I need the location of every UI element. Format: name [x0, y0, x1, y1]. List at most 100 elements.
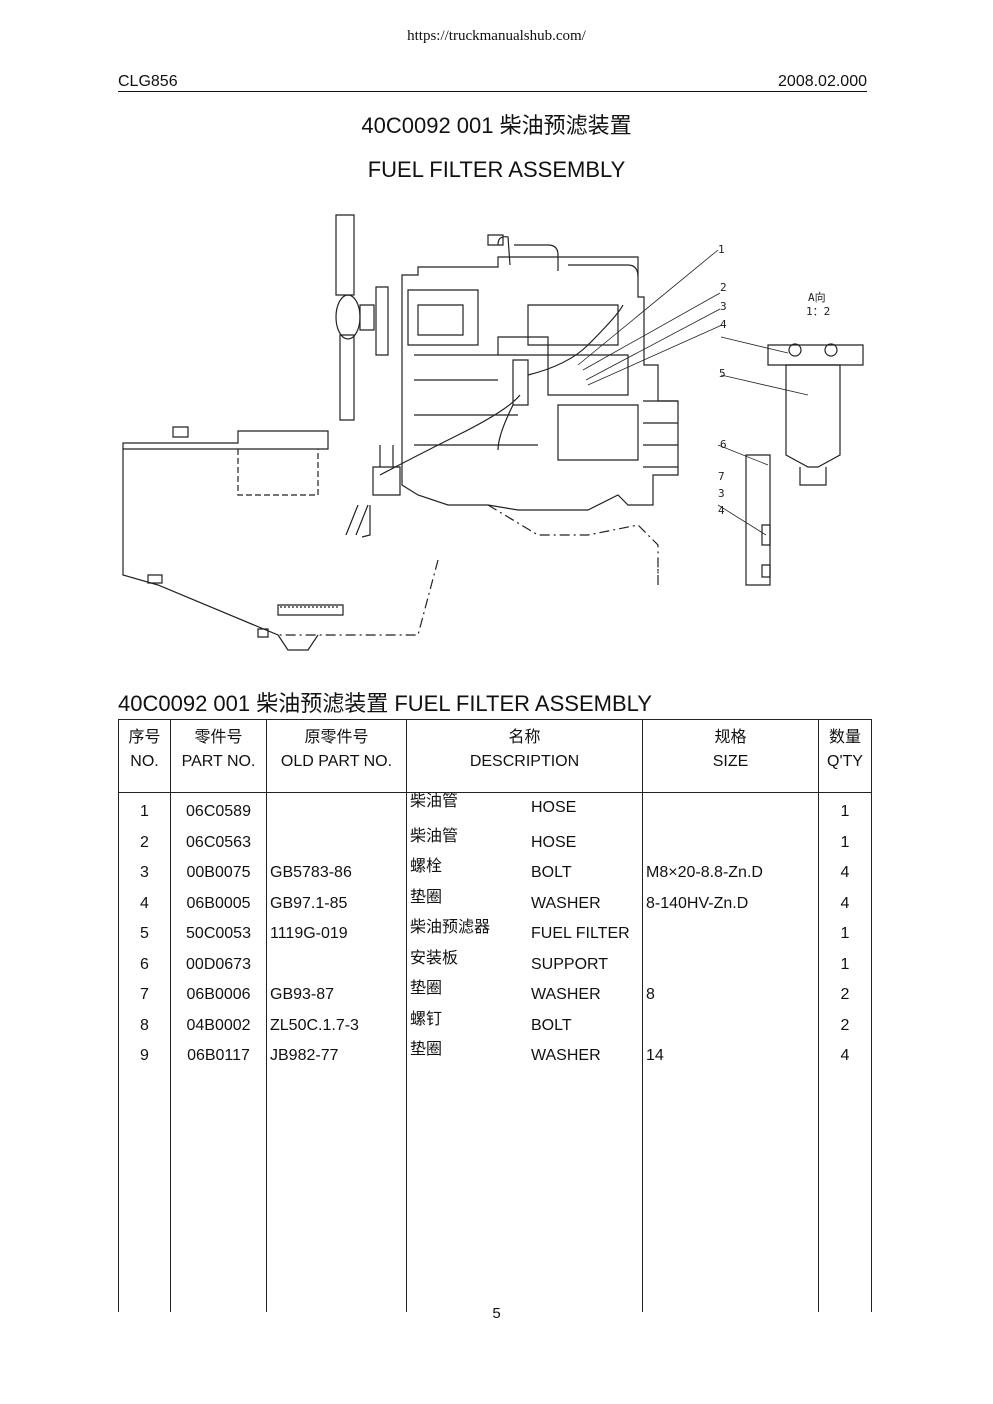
page-title-cn: 40C0092 001 柴油预滤装置: [361, 113, 632, 138]
callout-4: 4: [720, 318, 727, 331]
cell-size: [642, 827, 819, 858]
detail-filter-bowl: [785, 364, 841, 468]
cell-part-no: 06B0005: [170, 888, 267, 919]
cell-qty: 2: [818, 980, 872, 1011]
cell-size: [642, 949, 819, 980]
cell-no: 2: [118, 827, 171, 858]
cell-size: [642, 919, 819, 950]
cell-no: 7: [118, 980, 171, 1011]
cell-old-part-no: ZL50C.1.7-3: [266, 1010, 407, 1041]
fuel-tank: [122, 430, 329, 450]
cell-qty: 2: [818, 1010, 872, 1041]
assembly-drawing: 1 2 3 4 5 6 7 3 4 A向 1：2: [122, 214, 864, 651]
cell-part-no: 06C0563: [170, 827, 267, 858]
cell-part-no: 04B0002: [170, 1010, 267, 1041]
cell-old-part-no: GB5783-86: [266, 858, 407, 889]
cell-old-part-no: [266, 792, 407, 828]
source-url: https://truckmanualshub.com/: [407, 28, 586, 44]
cell-no: 6: [118, 949, 171, 980]
cell-size: [642, 792, 819, 828]
cell-size: 8: [642, 980, 819, 1011]
cell-old-part-no: 1119G-019: [266, 919, 407, 950]
cell-qty: 1: [818, 949, 872, 980]
engine-filter: [512, 359, 529, 406]
cell-qty: 4: [818, 858, 872, 889]
view-scale: 1：2: [806, 305, 830, 318]
cell-old-part-no: [266, 949, 407, 980]
callout-3: 3: [720, 300, 727, 313]
view-label: A向: [808, 290, 826, 304]
cell-part-no: 00D0673: [170, 949, 267, 980]
callout-6: 6: [720, 438, 727, 451]
table-empty-space: [118, 1071, 872, 1312]
callout-1: 1: [718, 243, 725, 256]
cell-no: 4: [118, 888, 171, 919]
cell-old-part-no: [266, 827, 407, 858]
callout-3-detail: 3: [718, 487, 725, 500]
cell-qty: 1: [818, 827, 872, 858]
page-number: 5: [492, 1305, 501, 1322]
callout-7: 7: [718, 470, 725, 483]
cell-part-no: 00B0075: [170, 858, 267, 889]
cell-no: 3: [118, 858, 171, 889]
callout-5: 5: [719, 367, 726, 380]
cell-size: 14: [642, 1041, 819, 1072]
section-title: 40C0092 001 柴油预滤装置 FUEL FILTER ASSEMBLY: [118, 691, 652, 716]
cell-qty: 1: [818, 919, 872, 950]
cell-no: 1: [118, 792, 171, 828]
cell-no: 9: [118, 1041, 171, 1072]
cell-part-no: 06B0006: [170, 980, 267, 1011]
cell-old-part-no: JB982-77: [266, 1041, 407, 1072]
version-code: 2008.02.000: [778, 73, 867, 90]
page-title-en: FUEL FILTER ASSEMBLY: [367, 157, 626, 182]
cell-qty: 4: [818, 888, 872, 919]
engine-block: [401, 256, 679, 511]
header-rule: [118, 91, 867, 92]
cell-part-no: 06C0589: [170, 792, 267, 828]
cell-no: 5: [118, 919, 171, 950]
cell-size: M8×20-8.8-Zn.D: [642, 858, 819, 889]
fan-hub: [335, 294, 361, 340]
callout-2: 2: [720, 281, 727, 294]
callout-4-detail: 4: [718, 504, 725, 517]
cell-part-no: 06B0117: [170, 1041, 267, 1072]
detail-bracket: [767, 344, 864, 366]
cell-old-part-no: GB97.1-85: [266, 888, 407, 919]
cell-size: 8-140HV-Zn.D: [642, 888, 819, 919]
cell-size: [642, 1010, 819, 1041]
model-code: CLG856: [118, 73, 178, 90]
cell-old-part-no: GB93-87: [266, 980, 407, 1011]
cell-qty: 1: [818, 792, 872, 828]
cell-part-no: 50C0053: [170, 919, 267, 950]
fan-blade: [335, 214, 355, 421]
cell-no: 8: [118, 1010, 171, 1041]
cell-qty: 4: [818, 1041, 872, 1072]
